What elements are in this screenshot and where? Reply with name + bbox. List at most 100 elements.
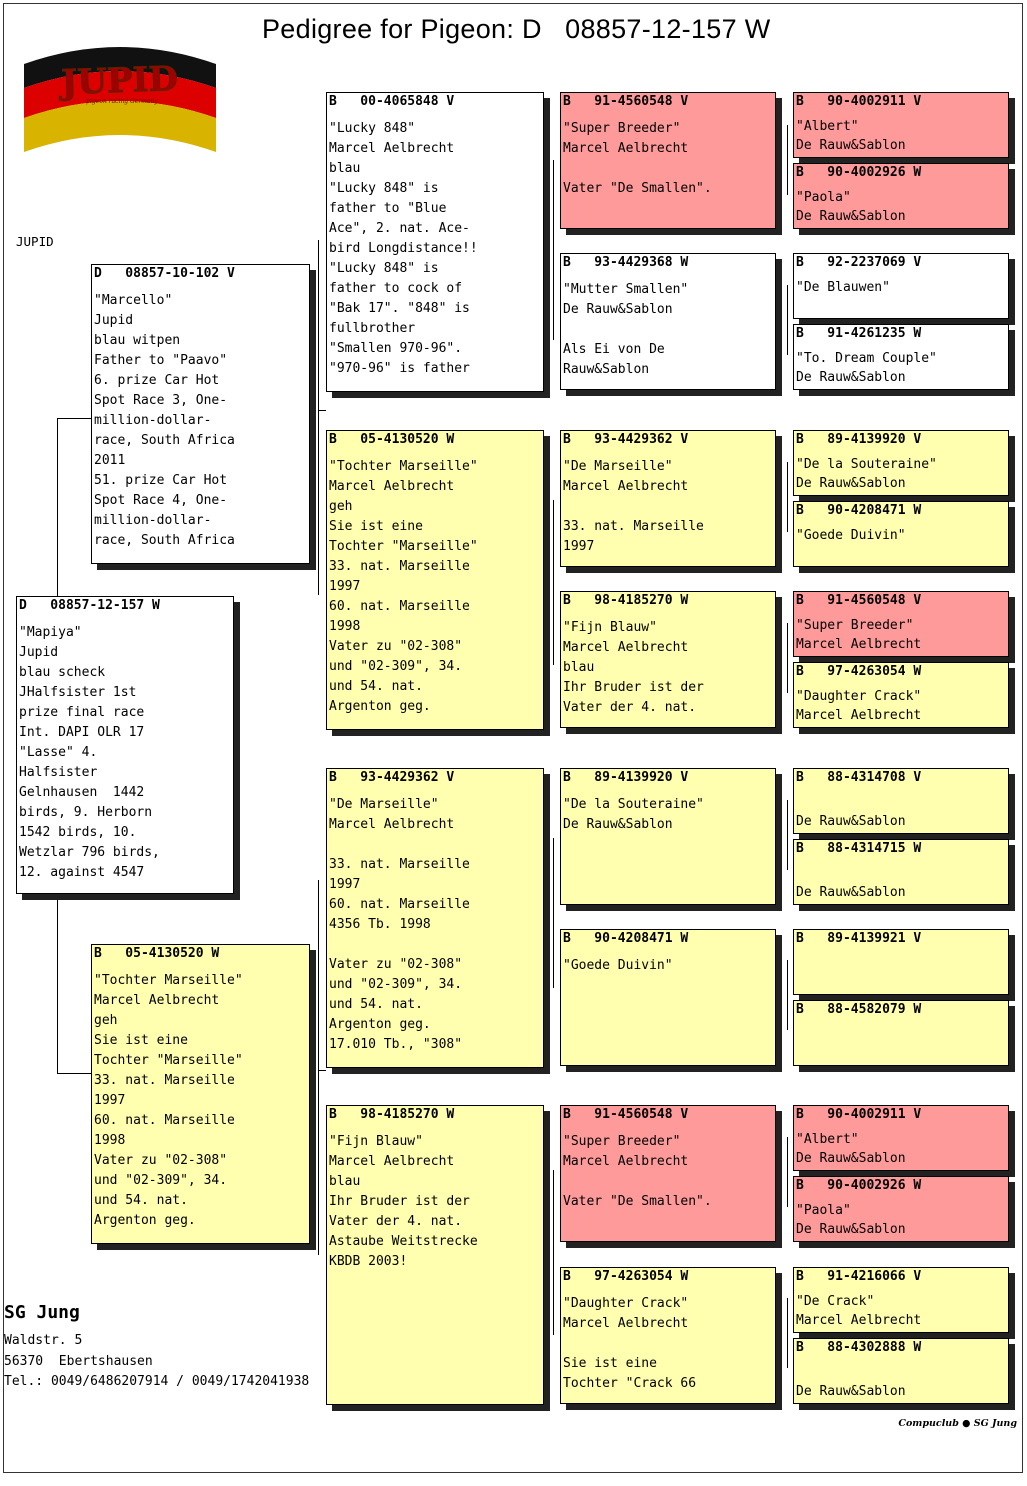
ring-number: B 88-4314715 W	[796, 841, 922, 856]
pigeon-details: "Mutter Smallen" De Rauw&Sablon Als Ei v…	[563, 282, 689, 377]
page-title: Pedigree for Pigeon: D 08857-12-157 W	[262, 14, 771, 44]
svg-text:JUPID: JUPID	[58, 59, 179, 103]
pigeon-details: "Daughter Crack" Marcel Aelbrecht	[796, 689, 922, 723]
ancestor-card[interactable]: B 97-4263054 W "Daughter Crack" Marcel A…	[793, 662, 1009, 728]
pigeon-details: "Daughter Crack" Marcel Aelbrecht Sie is…	[563, 1296, 697, 1391]
ancestor-card[interactable]: B 90-4002926 W "Paola" De Rauw&Sablon	[793, 163, 1009, 229]
ancestor-card[interactable]: B 88-4302888 W De Rauw&Sablon	[793, 1338, 1009, 1404]
grandparent-card[interactable]: B 93-4429362 V "De Marseille" Marcel Ael…	[326, 768, 544, 1068]
svg-text:pigeon racing Germany: pigeon racing Germany	[86, 98, 158, 105]
ring-number: B 90-4208471 W	[563, 931, 689, 946]
ring-number: B 05-4130520 W	[94, 946, 220, 961]
breeder-city: 56370 Ebertshausen	[4, 1354, 153, 1369]
breeder-phone: Tel.: 0049/6486207914 / 0049/1742041938	[4, 1374, 310, 1389]
breeder-street: Waldstr. 5	[4, 1333, 83, 1348]
pigeon-details: "To. Dream Couple" De Rauw&Sablon	[796, 351, 937, 385]
connector-line	[787, 623, 788, 693]
ancestor-card[interactable]: B 91-4560548 V "Super Breeder" Marcel Ae…	[793, 591, 1009, 657]
ancestor-card[interactable]: B 91-4216066 V "De Crack" Marcel Aelbrec…	[793, 1267, 1009, 1333]
pigeon-details: "De Marseille" Marcel Aelbrecht 33. nat.…	[563, 459, 704, 554]
grandparent-card[interactable]: B 98-4185270 W "Fijn Blauw" Marcel Aelbr…	[326, 1105, 544, 1405]
connector-line	[318, 410, 326, 411]
connector-line	[787, 285, 788, 355]
ring-number: B 91-4560548 V	[796, 593, 922, 608]
grandparent-card[interactable]: B 05-4130520 W "Tochter Marseille" Marce…	[326, 430, 544, 730]
pigeon-details: "Super Breeder" Marcel Aelbrecht Vater "…	[563, 121, 712, 196]
pigeon-details: "Fijn Blauw" Marcel Aelbrecht blau Ihr B…	[563, 620, 704, 715]
pigeon-details: "Goede Duivin"	[563, 958, 673, 973]
pigeon-details: "De la Souteraine" De Rauw&Sablon	[563, 797, 704, 832]
ring-number: B 88-4582079 W	[796, 1002, 922, 1017]
ancestor-card[interactable]: B 90-4002911 V "Albert" De Rauw&Sablon	[793, 1105, 1009, 1171]
ring-number: B 93-4429362 V	[563, 432, 689, 447]
ring-number: B 91-4560548 V	[563, 1107, 689, 1122]
connector-line	[553, 160, 554, 340]
great-grandparent-card[interactable]: B 89-4139920 V "De la Souteraine" De Rau…	[560, 768, 776, 905]
father-pigeon-card[interactable]: D 08857-10-102 V "Marcello" Jupid blau w…	[91, 264, 310, 564]
ancestor-card[interactable]: B 92-2237069 V "De Blauwen"	[793, 253, 1009, 319]
connector-line	[787, 125, 788, 195]
ring-number: B 91-4216066 V	[796, 1269, 922, 1284]
ancestor-card[interactable]: B 90-4208471 W "Goede Duivin"	[793, 501, 1009, 567]
pigeon-details: "Marcello" Jupid blau witpen Father to "…	[94, 293, 235, 548]
ring-number: B 98-4185270 W	[563, 593, 689, 608]
connector-line	[57, 1073, 92, 1074]
ancestor-card[interactable]: B 88-4582079 W	[793, 1000, 1009, 1066]
pigeon-details: "De Crack" Marcel Aelbrecht	[796, 1294, 922, 1328]
great-grandparent-card[interactable]: B 93-4429362 V "De Marseille" Marcel Ael…	[560, 430, 776, 567]
ring-number: B 97-4263054 W	[563, 1269, 689, 1284]
ring-number: B 93-4429368 W	[563, 255, 689, 270]
pigeon-details: "Super Breeder" Marcel Aelbrecht	[796, 618, 922, 652]
pigeon-details: "Super Breeder" Marcel Aelbrecht Vater "…	[563, 1134, 712, 1209]
connector-line	[787, 1137, 788, 1207]
pigeon-details: De Rauw&Sablon	[796, 885, 906, 900]
page-frame	[3, 3, 1023, 1473]
ancestor-card[interactable]: B 88-4314715 W De Rauw&Sablon	[793, 839, 1009, 905]
pigeon-details: "Lucky 848" Marcel Aelbrecht blau "Lucky…	[329, 121, 478, 376]
connector-line	[318, 240, 319, 595]
great-grandparent-card[interactable]: B 91-4560548 V "Super Breeder" Marcel Ae…	[560, 1105, 776, 1242]
pigeon-details: "Paola" De Rauw&Sablon	[796, 190, 906, 224]
ancestor-card[interactable]: B 88-4314708 V De Rauw&Sablon	[793, 768, 1009, 834]
great-grandparent-card[interactable]: B 90-4208471 W "Goede Duivin"	[560, 929, 776, 1066]
subject-pigeon-card[interactable]: D 08857-12-157 W "Mapiya" Jupid blau sch…	[16, 596, 234, 894]
pigeon-details: "Albert" De Rauw&Sablon	[796, 119, 906, 153]
ring-number: B 00-4065848 V	[329, 94, 455, 109]
great-grandparent-card[interactable]: B 98-4185270 W "Fijn Blauw" Marcel Aelbr…	[560, 591, 776, 728]
ancestor-card[interactable]: B 91-4261235 W "To. Dream Couple" De Rau…	[793, 324, 1009, 390]
ring-number: B 89-4139920 V	[796, 432, 922, 447]
ancestor-card[interactable]: B 89-4139921 V	[793, 929, 1009, 995]
ring-number: B 90-4002926 W	[796, 1178, 922, 1193]
great-grandparent-card[interactable]: B 91-4560548 V "Super Breeder" Marcel Ae…	[560, 92, 776, 229]
connector-line	[57, 418, 92, 419]
breeder-name: SG Jung	[4, 1302, 80, 1323]
ring-number: B 91-4261235 W	[796, 326, 922, 341]
ring-number: B 90-4208471 W	[796, 503, 922, 518]
great-grandparent-card[interactable]: B 97-4263054 W "Daughter Crack" Marcel A…	[560, 1267, 776, 1404]
mother-pigeon-card[interactable]: B 05-4130520 W "Tochter Marseille" Marce…	[91, 944, 310, 1244]
grandparent-card[interactable]: B 00-4065848 V "Lucky 848" Marcel Aelbre…	[326, 92, 544, 392]
ancestor-card[interactable]: B 89-4139920 V "De la Souteraine" De Rau…	[793, 430, 1009, 496]
ring-number: B 89-4139920 V	[563, 770, 689, 785]
ring-number: B 93-4429362 V	[329, 770, 455, 785]
ring-number: B 90-4002926 W	[796, 165, 922, 180]
pigeon-details: "Albert" De Rauw&Sablon	[796, 1132, 906, 1166]
pigeon-details: "De Marseille" Marcel Aelbrecht 33. nat.…	[329, 797, 470, 1052]
connector-line	[787, 462, 788, 532]
pigeon-details: "Fijn Blauw" Marcel Aelbrecht blau Ihr B…	[329, 1134, 478, 1269]
pigeon-details: "De la Souteraine" De Rauw&Sablon	[796, 457, 937, 491]
connector-line	[57, 900, 58, 1074]
ring-number: D 08857-12-157 W	[19, 598, 160, 613]
connector-line	[553, 500, 554, 665]
pigeon-details: "Paola" De Rauw&Sablon	[796, 1203, 906, 1237]
breeder-label: JUPID	[16, 234, 54, 249]
pigeon-details: "Tochter Marseille" Marcel Aelbrecht geh…	[94, 973, 243, 1228]
ancestor-card[interactable]: B 90-4002926 W "Paola" De Rauw&Sablon	[793, 1176, 1009, 1242]
pigeon-details: De Rauw&Sablon	[796, 814, 906, 829]
ancestor-card[interactable]: B 90-4002911 V "Albert" De Rauw&Sablon	[793, 92, 1009, 158]
connector-line	[787, 1298, 788, 1368]
great-grandparent-card[interactable]: B 93-4429368 W "Mutter Smallen" De Rauw&…	[560, 253, 776, 390]
ring-number: B 05-4130520 W	[329, 432, 455, 447]
ring-number: B 88-4314708 V	[796, 770, 922, 785]
connector-line	[787, 800, 788, 870]
